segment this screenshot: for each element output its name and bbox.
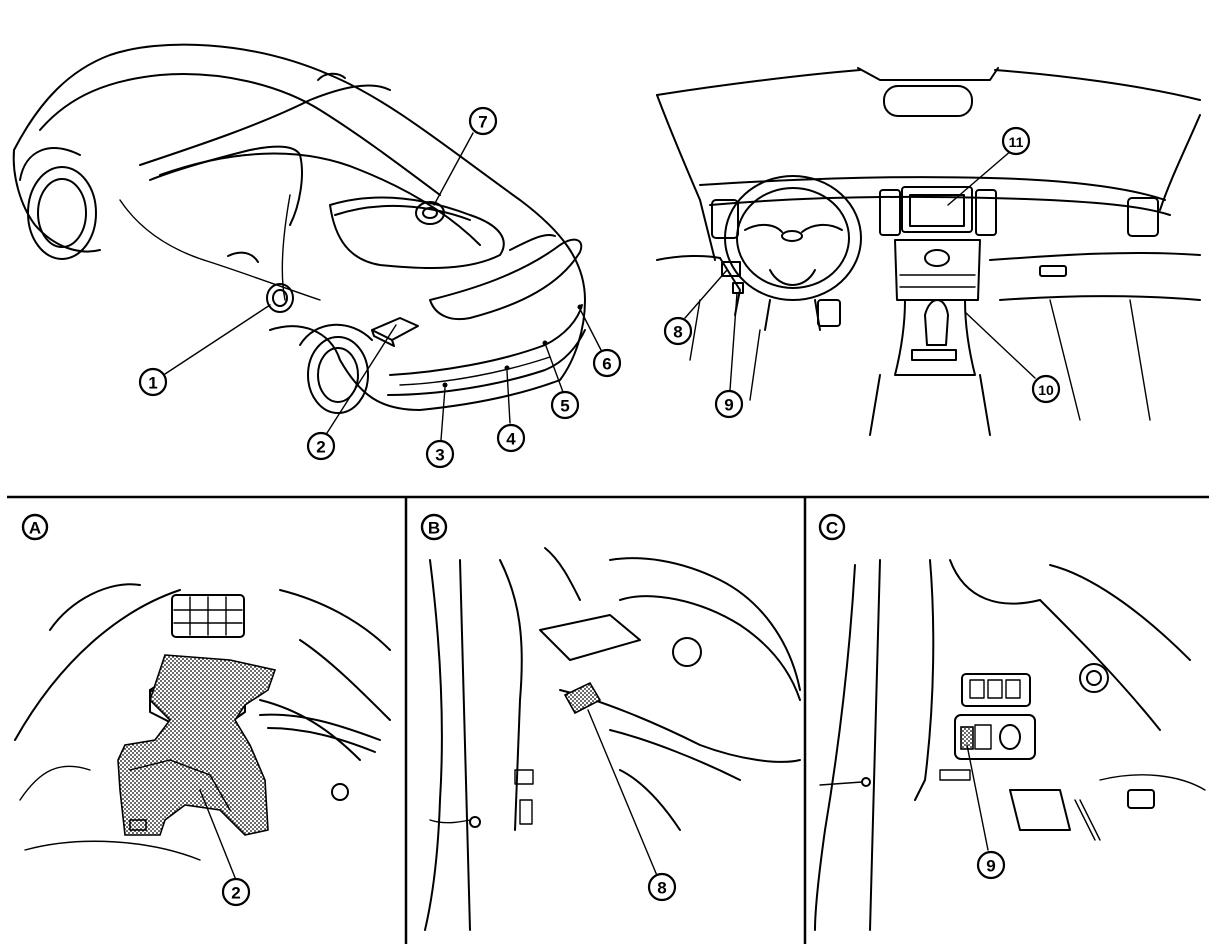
callout-4-label: 4 xyxy=(506,430,516,449)
panel-a-letter: A xyxy=(29,519,41,538)
callout-7-label: 7 xyxy=(478,113,487,132)
callout-6-label: 6 xyxy=(602,355,611,374)
callout-9: 9 xyxy=(714,389,744,419)
panel-a-trunk-detail xyxy=(14,583,391,881)
callout-4: 4 xyxy=(496,423,526,453)
callout-a-2: 2 xyxy=(221,877,251,907)
callout-b-8-label: 8 xyxy=(657,879,666,898)
callout-3-label: 3 xyxy=(435,446,444,465)
callout-c-9: 9 xyxy=(976,850,1006,880)
callout-1-label: 1 xyxy=(148,374,157,393)
callout-1: 1 xyxy=(138,367,168,397)
car-exterior-view xyxy=(12,43,603,441)
dashboard-interior-view xyxy=(656,67,1201,436)
panel-b-label: B xyxy=(420,513,448,541)
panel-a-label: A xyxy=(21,513,49,541)
callout-3: 3 xyxy=(425,439,455,469)
callout-10-label: 10 xyxy=(1038,382,1054,398)
callout-10: 10 xyxy=(1031,374,1061,404)
callout-6: 6 xyxy=(592,348,622,378)
panel-c-label: C xyxy=(818,513,846,541)
callout-8: 8 xyxy=(663,316,693,346)
callout-c-9-label: 9 xyxy=(986,857,995,876)
callout-9-label: 9 xyxy=(724,396,733,415)
panel-c-switch-panel xyxy=(814,559,1206,931)
panel-c-letter: C xyxy=(826,519,838,538)
callout-2-label: 2 xyxy=(316,438,325,457)
callout-8-label: 8 xyxy=(673,323,682,342)
panel-b-under-dash-left xyxy=(424,547,801,931)
callout-b-8: 8 xyxy=(647,872,677,902)
callout-5-label: 5 xyxy=(560,397,569,416)
callout-11-label: 11 xyxy=(1009,134,1024,150)
callout-2: 2 xyxy=(306,431,336,461)
callout-11: 11 xyxy=(1001,126,1031,156)
callout-5: 5 xyxy=(550,390,580,420)
panel-b-letter: B xyxy=(428,519,440,538)
callout-7: 7 xyxy=(468,106,498,136)
callout-a-2-label: 2 xyxy=(231,884,240,903)
